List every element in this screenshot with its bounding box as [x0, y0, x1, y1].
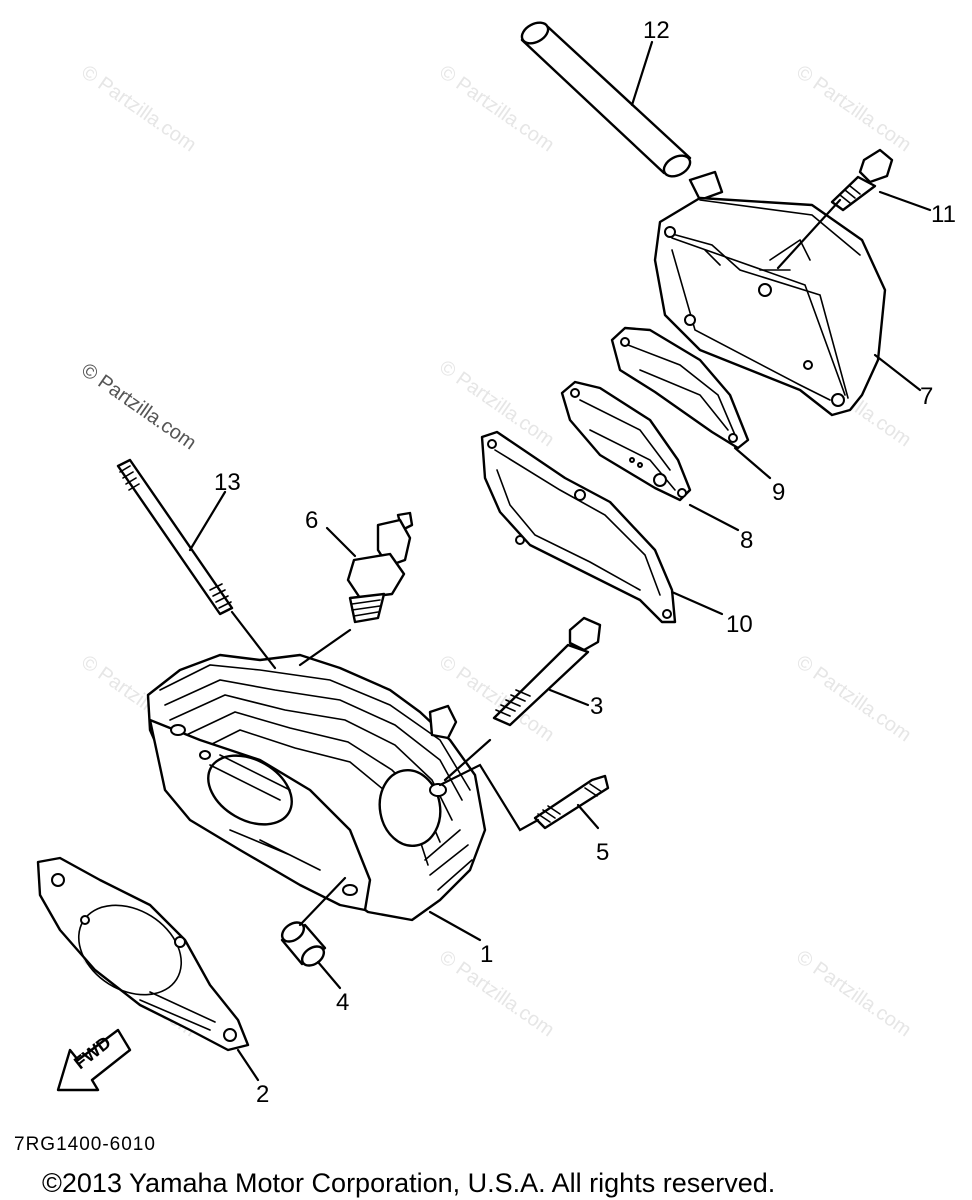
- part-7-cylinder-head-cover: [653, 170, 887, 417]
- part-6-spark-plug: [346, 511, 414, 624]
- watermark: © Partzilla.com: [435, 61, 558, 156]
- part-9-gasket: [610, 326, 750, 450]
- part-5-stud: [533, 774, 610, 830]
- callout-12: 12: [643, 17, 670, 44]
- callout-8: 8: [740, 527, 753, 554]
- part-2-head-gasket: [36, 856, 250, 1052]
- watermark: © Partzilla.com: [792, 946, 915, 1041]
- callout-6: 6: [305, 507, 318, 534]
- callout-10: 10: [726, 611, 753, 638]
- part-11-bolt: [830, 148, 894, 212]
- callout-3: 3: [590, 693, 603, 720]
- callout-9: 9: [772, 479, 785, 506]
- callout-13: 13: [214, 469, 241, 496]
- part-1-cylinder-head: [146, 653, 487, 922]
- part-10-gasket: [480, 430, 677, 624]
- callout-7: 7: [920, 383, 933, 410]
- callout-1: 1: [480, 941, 493, 968]
- callout-labels: 12 11 7 9 8 10 13 6 3 5 1 4 2: [214, 17, 956, 1108]
- watermark-dark: © Partzilla.com: [77, 359, 200, 454]
- part-4-dowel: [280, 921, 327, 967]
- part-13-stud: [116, 458, 234, 616]
- diagram-code: 7RG1400-6010: [14, 1134, 156, 1155]
- callout-5: 5: [596, 839, 609, 866]
- copyright-notice: ©2013 Yamaha Motor Corporation, U.S.A. A…: [42, 1168, 775, 1198]
- leader-lines: [188, 40, 932, 1082]
- part-12-hose: [520, 21, 692, 178]
- callout-4: 4: [336, 989, 349, 1016]
- callout-2: 2: [256, 1081, 269, 1108]
- fwd-arrow: FWD: [56, 1028, 132, 1092]
- watermark: © Partzilla.com: [792, 61, 915, 156]
- part-8-plate: [560, 380, 692, 502]
- watermark: © Partzilla.com: [792, 651, 915, 746]
- watermark: © Partzilla.com: [435, 946, 558, 1041]
- callout-11: 11: [931, 201, 956, 228]
- watermark: © Partzilla.com: [77, 61, 200, 156]
- part-3-bolt: [492, 616, 602, 727]
